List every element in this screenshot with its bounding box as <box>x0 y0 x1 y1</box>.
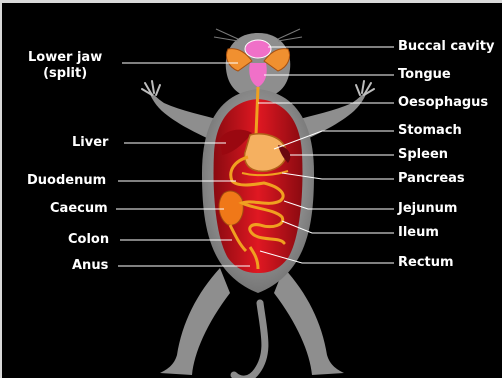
label-tongue: Tongue <box>398 67 451 83</box>
label-pancreas: Pancreas <box>398 171 465 187</box>
label-duodenum: Duodenum <box>27 173 106 189</box>
label-spleen: Spleen <box>398 147 448 163</box>
label-buccal-cavity: Buccal cavity <box>398 39 494 55</box>
rat-left-paw <box>142 81 160 95</box>
rat-right-paw <box>356 81 374 95</box>
rat-right-hind-leg <box>274 268 344 375</box>
label-lower-jaw-text: Lower jaw <box>28 50 102 66</box>
label-lower-jaw-sub: (split) <box>28 66 102 82</box>
label-ileum: Ileum <box>398 225 439 241</box>
buccal-cavity <box>245 40 271 58</box>
label-liver: Liver <box>72 135 108 151</box>
label-rectum: Rectum <box>398 255 454 271</box>
label-caecum: Caecum <box>50 201 108 217</box>
oesophagus <box>256 87 258 135</box>
label-colon: Colon <box>68 232 109 248</box>
label-jejunum: Jejunum <box>398 201 457 217</box>
label-lower-jaw: Lower jaw (split) <box>28 50 102 82</box>
rat-tail <box>234 303 265 378</box>
label-oesophagus: Oesophagus <box>398 95 488 111</box>
body-cavity <box>214 99 303 273</box>
label-anus: Anus <box>72 258 108 274</box>
rat-left-hind-leg <box>160 268 230 375</box>
caecum <box>219 191 243 225</box>
label-stomach: Stomach <box>398 123 462 139</box>
